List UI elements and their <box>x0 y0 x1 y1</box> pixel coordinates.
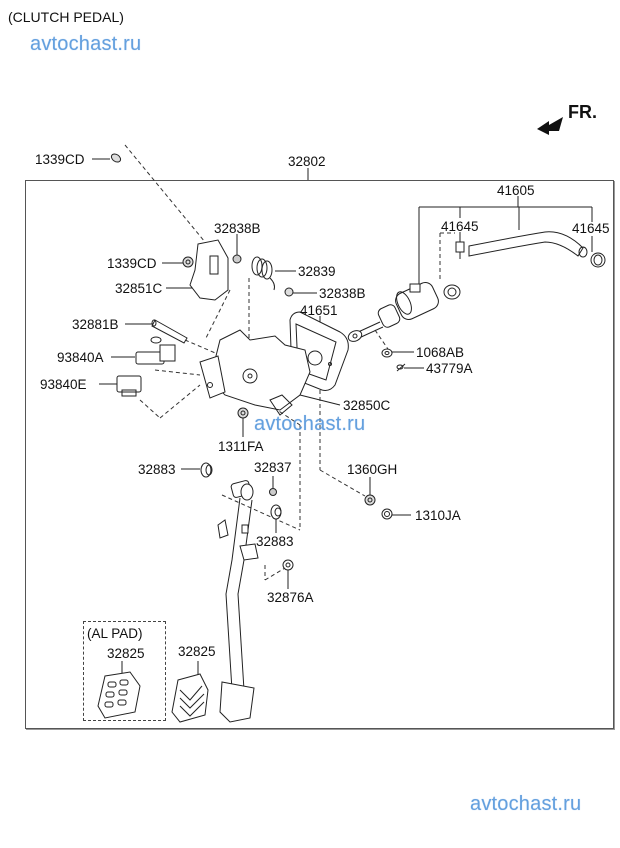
front-direction-arrow-icon <box>537 117 563 135</box>
diagram-title: (CLUTCH PEDAL) <box>8 9 124 25</box>
part-label-1339cd-top[interactable]: 1339CD <box>35 152 85 167</box>
part-label-32876a[interactable]: 32876A <box>267 590 314 605</box>
part-label-1311fa[interactable]: 1311FA <box>218 439 264 454</box>
bushing-32883-left-icon <box>200 462 213 478</box>
hose-clip-41645-icon <box>455 241 465 259</box>
part-label-32802[interactable]: 32802 <box>288 154 326 169</box>
pedal-pad-aluminum-icon <box>97 671 141 719</box>
part-label-93840a[interactable]: 93840A <box>57 350 104 365</box>
part-label-1310ja[interactable]: 1310JA <box>415 508 461 523</box>
part-label-41605[interactable]: 41605 <box>497 183 535 198</box>
switch-93840a-icon <box>135 336 176 365</box>
master-cylinder-icon <box>347 281 461 342</box>
nut-32838b-top-icon <box>232 254 242 264</box>
dashed-assembly-lines <box>124 144 455 581</box>
part-label-1068ab[interactable]: 1068AB <box>416 345 465 360</box>
part-label-32883-left[interactable]: 32883 <box>138 462 176 477</box>
nut-32876a-icon <box>282 559 294 571</box>
part-label-32881b[interactable]: 32881B <box>72 317 119 332</box>
assembly-frame <box>25 180 614 729</box>
bracket-32851c-icon <box>189 239 229 301</box>
part-label-41645-right[interactable]: 41645 <box>572 221 610 236</box>
bolt-1339cd-icon <box>182 256 194 268</box>
front-direction-label: FR. <box>568 102 597 122</box>
part-label-93840e[interactable]: 93840E <box>40 377 87 392</box>
al-pad-group-box <box>83 621 166 721</box>
part-label-41651[interactable]: 41651 <box>300 303 338 318</box>
part-label-32838b-top[interactable]: 32838B <box>214 221 261 236</box>
part-label-32837[interactable]: 32837 <box>254 460 292 475</box>
al-pad-group-label: (AL PAD) <box>87 626 143 641</box>
part-label-32825[interactable]: 32825 <box>178 644 216 659</box>
nut-32838b-icon <box>284 287 294 297</box>
part-label-32839[interactable]: 32839 <box>298 264 336 279</box>
pin-32881b-icon <box>151 319 188 344</box>
part-label-32838b[interactable]: 32838B <box>319 286 366 301</box>
clutch-hose-icon <box>468 231 606 268</box>
pedal-pad-rubber-icon <box>171 673 209 723</box>
pedal-mechanism-32850c-icon <box>199 329 311 416</box>
watermark-middle: avtochast.ru <box>254 413 366 435</box>
bolt-1339cd-top-icon <box>110 153 122 163</box>
clutch-pedal-arm-icon <box>217 480 259 691</box>
pedal-foot-icon <box>219 681 255 723</box>
part-label-1339cd[interactable]: 1339CD <box>107 256 157 271</box>
nut-1310ja-icon <box>381 508 393 520</box>
part-label-32850c[interactable]: 32850C <box>343 398 391 413</box>
clip-32837-icon <box>269 488 277 496</box>
part-label-32883[interactable]: 32883 <box>256 534 294 549</box>
nut-1311fa-icon <box>237 407 249 419</box>
switch-93840e-icon <box>116 375 142 397</box>
part-label-41645-left[interactable]: 41645 <box>441 219 479 234</box>
bushing-32883-icon <box>270 504 282 520</box>
watermark-bottom: avtochast.ru <box>470 793 582 815</box>
watermark-top: avtochast.ru <box>30 33 142 55</box>
part-label-32825-al[interactable]: 32825 <box>107 646 145 661</box>
spring-32839-icon <box>251 256 275 291</box>
pin-43779a-icon <box>396 363 406 372</box>
part-label-32851c[interactable]: 32851C <box>115 281 163 296</box>
part-label-43779a[interactable]: 43779A <box>426 361 473 376</box>
washer-1068ab-icon <box>381 348 393 358</box>
nut-1360gh-icon <box>364 494 376 506</box>
part-label-1360gh[interactable]: 1360GH <box>347 462 398 477</box>
